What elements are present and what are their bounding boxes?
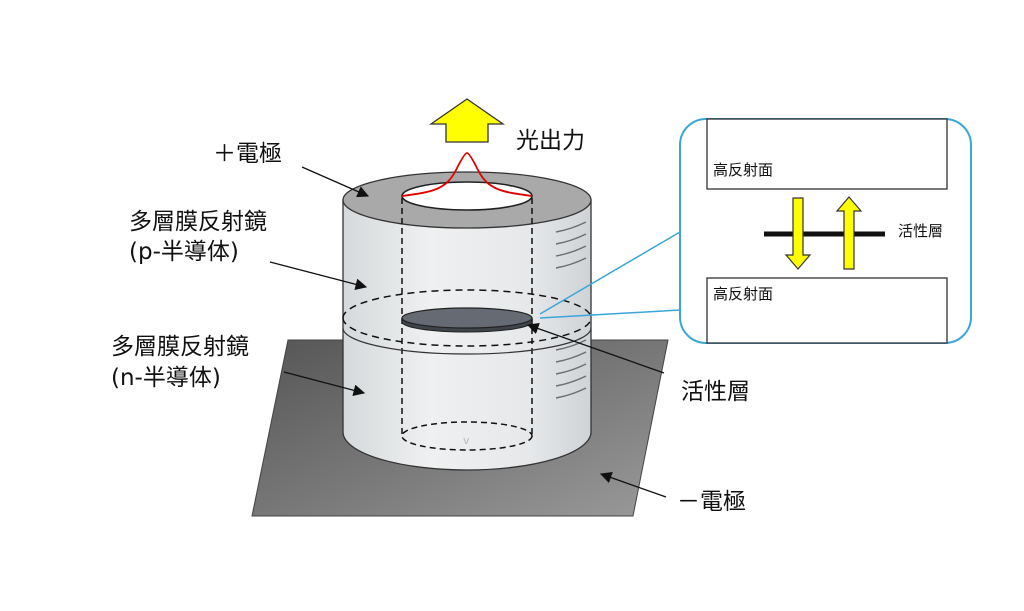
inset-label-top-mirror: 高反射面 bbox=[713, 161, 774, 179]
cylinder-body bbox=[342, 199, 592, 471]
callout-line-upper bbox=[539, 231, 681, 315]
beam-profile-curve bbox=[401, 152, 533, 197]
pn-interface bbox=[342, 327, 592, 355]
inset-up-arrow-icon bbox=[835, 196, 863, 270]
core-bottom bbox=[401, 421, 533, 451]
label-dbr-p-line2: (p-半導体) bbox=[129, 239, 239, 265]
label-minus-electrode: －電極 bbox=[677, 489, 746, 515]
inset-bottom-mirror bbox=[706, 277, 948, 344]
inset-label-active-layer: 活性層 bbox=[898, 222, 944, 240]
label-dbr-n-line1: 多層膜反射鏡 bbox=[111, 334, 249, 360]
leader-dbr-p bbox=[269, 261, 368, 291]
leader-plus-electrode bbox=[301, 166, 370, 198]
light-output-arrow-icon bbox=[428, 98, 506, 143]
inset-down-arrow-icon bbox=[784, 197, 812, 270]
emission-aperture bbox=[401, 181, 533, 211]
cylinder-shading-upper bbox=[555, 221, 587, 269]
core-bottom-mark: v bbox=[463, 434, 470, 447]
label-active-layer: 活性層 bbox=[681, 379, 750, 405]
callout-line-lower bbox=[539, 309, 681, 319]
label-dbr-n-line2: (n-半導体) bbox=[111, 365, 221, 391]
active-slice-front bbox=[342, 317, 592, 347]
label-light-output: 光出力 bbox=[516, 128, 585, 154]
inset-top-mirror bbox=[706, 118, 948, 190]
active-layer-disk bbox=[401, 307, 533, 329]
leader-dbr-n bbox=[283, 371, 366, 396]
leader-active-layer bbox=[526, 322, 665, 374]
label-dbr-p-line1: 多層膜反射鏡 bbox=[129, 209, 267, 235]
cylinder-shading-lower bbox=[555, 339, 587, 399]
active-slice-back bbox=[342, 289, 592, 319]
leader-minus-electrode bbox=[599, 471, 667, 498]
label-plus-electrode: ＋電極 bbox=[213, 141, 282, 167]
inset-label-bottom-mirror: 高反射面 bbox=[713, 285, 774, 303]
